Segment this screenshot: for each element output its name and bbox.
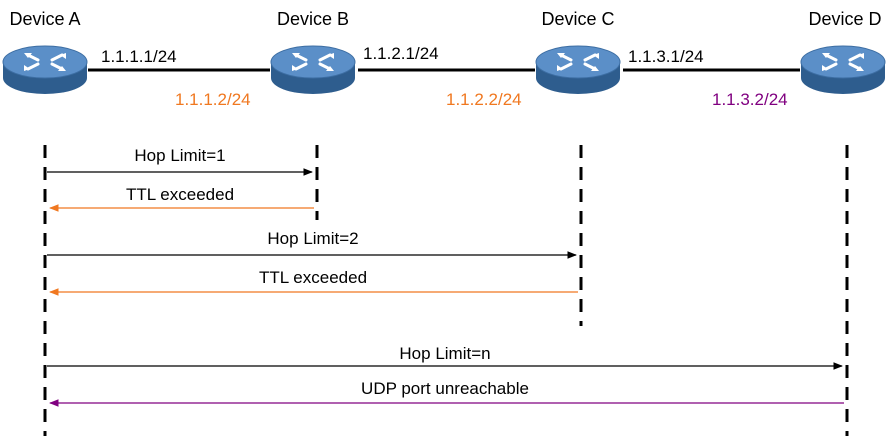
device-a-label: Device A [9, 9, 81, 29]
router-icon-device-a [1, 44, 89, 96]
device-c-label: Device C [541, 9, 615, 29]
router-icon-device-b [269, 44, 357, 96]
interface-c-right: 1.1.3.1/24 [628, 47, 704, 66]
message-hop-limit-n-label: Hop Limit=n [399, 344, 491, 363]
device-d-label: Device D [808, 9, 882, 29]
interface-b-left: 1.1.1.2/24 [175, 90, 251, 109]
message-udp-port-unreachable-label: UDP port unreachable [361, 379, 529, 398]
message-ttl-exceeded-b-label: TTL exceeded [125, 185, 235, 204]
message-hop-limit-2-label: Hop Limit=2 [267, 229, 359, 248]
message-ttl-exceeded-c-label: TTL exceeded [258, 268, 368, 287]
device-b-label: Device B [276, 9, 350, 29]
router-icon-device-d [799, 44, 887, 96]
router-icon-device-c [534, 44, 622, 96]
interface-a-right: 1.1.1.1/24 [101, 47, 177, 66]
message-hop-limit-1-label: Hop Limit=1 [134, 146, 226, 165]
interface-d-left: 1.1.3.2/24 [712, 90, 788, 109]
interface-c-left: 1.1.2.2/24 [446, 90, 522, 109]
interface-b-right: 1.1.2.1/24 [363, 44, 439, 63]
